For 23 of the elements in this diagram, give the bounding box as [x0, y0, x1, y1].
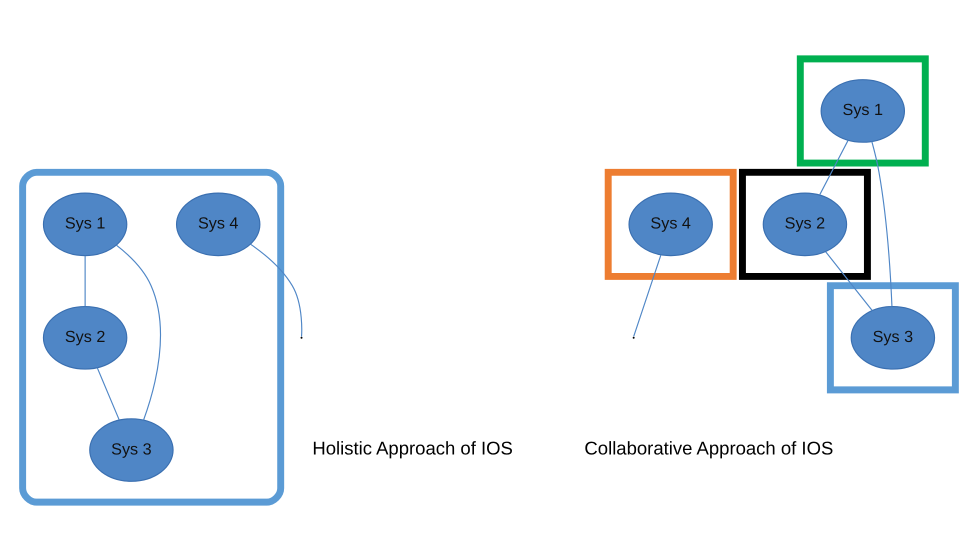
connector — [825, 251, 873, 310]
connector — [633, 254, 662, 336]
cluster — [738, 168, 871, 280]
node-ellipse: Sys 4 — [176, 192, 260, 256]
label: Holistic Approach of IOS — [312, 436, 513, 458]
node-ellipse: Sys 1 — [820, 78, 906, 142]
connector — [116, 244, 162, 420]
cluster — [19, 168, 284, 506]
connector — [96, 367, 120, 420]
node-ellipse: Sys 4 — [628, 192, 713, 256]
label: Collaborative Approach of IOS — [584, 436, 834, 458]
node-ellipse: Sys 1 — [42, 192, 128, 256]
node-ellipse: Sys 3 — [850, 305, 936, 370]
node-ellipse: Sys 2 — [762, 192, 848, 256]
connector — [250, 243, 302, 336]
cluster — [604, 168, 737, 280]
connector — [819, 140, 849, 195]
node-ellipse: Sys 2 — [42, 305, 128, 370]
connector — [84, 255, 86, 306]
cluster — [826, 282, 959, 393]
node-ellipse: Sys 3 — [89, 418, 174, 482]
cluster — [796, 54, 929, 166]
connector — [871, 140, 893, 306]
